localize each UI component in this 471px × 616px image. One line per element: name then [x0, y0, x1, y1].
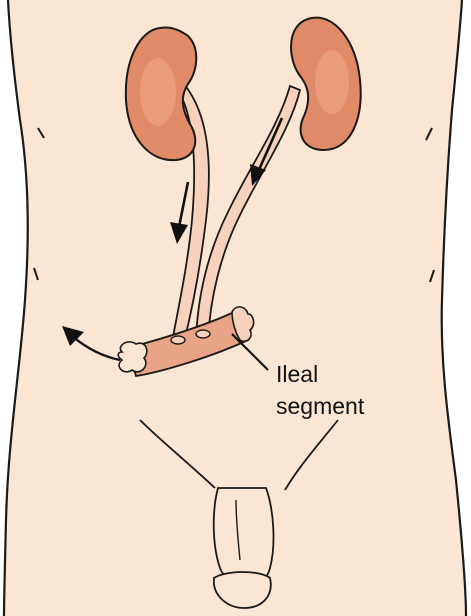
- arrow-down-left-head: [170, 222, 188, 244]
- ileal-segment-stoma-end: [117, 341, 148, 373]
- left-ureter-anastomosis: [170, 335, 186, 345]
- arrow-down-right-head: [250, 164, 266, 186]
- contour-mark-left-lower: [33, 267, 39, 281]
- contour-mark-right-lower: [429, 269, 435, 283]
- ileal-segment: [117, 306, 255, 378]
- genital-shaft: [212, 487, 275, 587]
- flow-arrows: [170, 117, 284, 244]
- right-kidney-highlight: [315, 50, 349, 114]
- stoma-exit-arrow: [62, 326, 121, 362]
- label-segment: segment: [276, 393, 365, 419]
- torso-left-outline: [2, 0, 29, 616]
- genital-tip: [213, 571, 272, 609]
- left-kidney-highlight: [140, 58, 176, 126]
- stoma-exit-head: [62, 326, 84, 346]
- torso-right-outline: [440, 0, 468, 616]
- genital-detail: [235, 499, 241, 561]
- contour-mark-right-upper: [425, 127, 433, 141]
- genitalia: [212, 487, 275, 609]
- groin-line-right: [284, 419, 339, 491]
- contour-mark-left-upper: [37, 127, 45, 139]
- label-leader-line: [231, 333, 269, 371]
- right-ureter-anastomosis: [195, 329, 211, 339]
- label-ileal: Ileal: [276, 361, 318, 387]
- groin-line-left: [139, 419, 216, 489]
- ileal-segment-closed-end: [231, 306, 255, 343]
- kidneys: [124, 16, 362, 162]
- arrow-down-right: [256, 117, 284, 173]
